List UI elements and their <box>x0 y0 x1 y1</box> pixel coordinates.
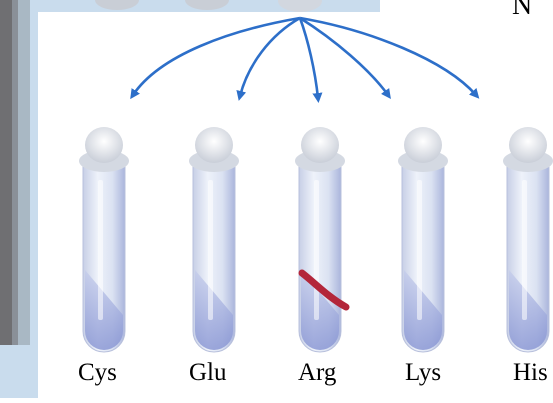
tube-stopper <box>509 127 547 163</box>
test-tube-his <box>503 127 553 352</box>
left-photo-dark-band <box>0 0 12 345</box>
tube-label-cys: Cys <box>78 360 117 385</box>
tube-highlight <box>98 180 103 320</box>
test-tube-lys <box>398 127 448 352</box>
tube-label-arg: Arg <box>298 360 336 385</box>
tube-highlight <box>522 180 527 320</box>
tube-label-his: His <box>513 360 548 385</box>
tube-highlight <box>417 180 422 320</box>
tube-stopper <box>301 127 339 163</box>
tube-stopper <box>85 127 123 163</box>
test-tube-cys <box>79 127 129 352</box>
tube-label-glu: Glu <box>189 360 227 385</box>
tube-label-lys: Lys <box>405 360 441 385</box>
test-tube-glu <box>189 127 239 352</box>
tube-stopper <box>404 127 442 163</box>
header-partial-text: N <box>512 0 532 20</box>
test-tube-arg <box>295 127 346 352</box>
tube-highlight <box>208 180 213 320</box>
tube-highlight <box>314 180 319 320</box>
left-photo-mid-band <box>12 0 18 345</box>
tube-stopper <box>195 127 233 163</box>
